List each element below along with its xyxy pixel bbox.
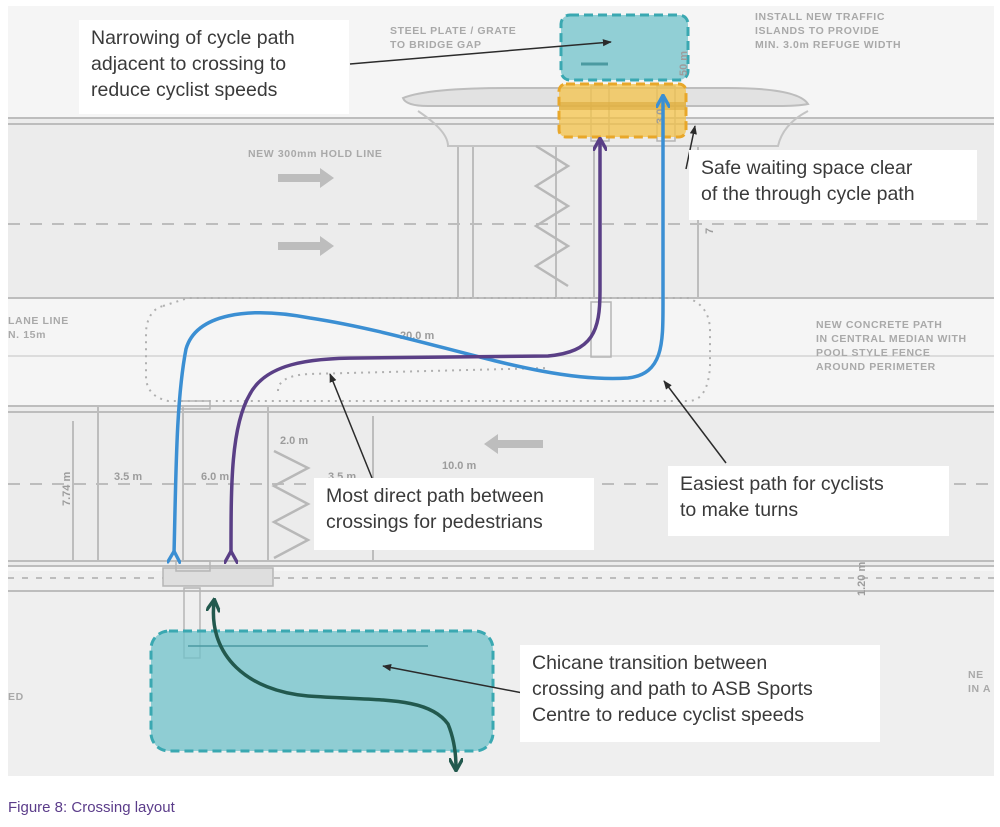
steel-plate-label-2: TO BRIDGE GAP xyxy=(390,39,482,51)
callout-most-direct: Most direct path between crossings for p… xyxy=(314,478,594,550)
figure-caption: Figure 8: Crossing layout xyxy=(8,799,175,816)
callout-easiest-line-1: Easiest path for cyclists xyxy=(680,473,884,495)
callout-chicane-line-3: Centre to reduce cyclist speeds xyxy=(532,703,805,726)
concrete-path-label-1: NEW CONCRETE PATH xyxy=(816,319,942,331)
traffic-islands-label-2: ISLANDS TO PROVIDE xyxy=(755,25,879,37)
dim-7: 7 xyxy=(704,228,716,234)
callout-narrowing: Narrowing of cycle path adjacent to cros… xyxy=(79,20,349,114)
callout-easiest: Easiest path for cyclists to make turns xyxy=(668,466,949,536)
steel-plate-zone xyxy=(559,13,690,82)
traffic-islands-label-3: MIN. 3.0m REFUGE WIDTH xyxy=(755,39,901,51)
dim-3m: 3.0 xyxy=(655,109,667,124)
callout-safe-waiting-line-2: of the through cycle path xyxy=(701,182,915,205)
concrete-path-label-3: POOL STYLE FENCE xyxy=(816,347,930,359)
callout-narrowing-line-2: adjacent to crossing to xyxy=(91,52,287,75)
concrete-path-label-4: AROUND PERIMETER xyxy=(816,361,936,373)
callout-safe-waiting-line-1: Safe waiting space clear xyxy=(701,157,913,179)
dim-10m: 10.0 m xyxy=(442,460,476,472)
dim-50m: 50 m xyxy=(678,51,690,76)
chicane-path xyxy=(213,602,456,768)
callout-safe-waiting: Safe waiting space clear of the through … xyxy=(689,150,977,220)
edge-left-label: ED xyxy=(8,691,24,703)
callout-chicane: Chicane transition between crossing and … xyxy=(520,645,880,742)
dim-6m: 6.0 m xyxy=(201,471,229,483)
lane-line-label-1: LANE LINE xyxy=(8,315,69,327)
callout-pointers xyxy=(329,39,727,695)
edge-right-label-1: NE xyxy=(968,669,984,681)
callout-easiest-line-2: to make turns xyxy=(680,498,799,521)
dim-3-5m-left: 3.5 m xyxy=(114,471,142,483)
dim-2m: 2.0 m xyxy=(280,435,308,447)
lane-line-label-2: N. 15m xyxy=(8,329,46,341)
callout-most-direct-line-2: crossings for pedestrians xyxy=(326,510,543,533)
dim-7-74m: 7.74 m xyxy=(61,472,73,506)
pedestrian-path xyxy=(231,141,600,554)
callout-most-direct-line-1: Most direct path between xyxy=(326,485,544,507)
chicane-zone xyxy=(149,629,495,753)
dim-1-20m: 1.20 m xyxy=(856,562,868,596)
steel-plate-label-1: STEEL PLATE / GRATE xyxy=(390,25,516,37)
concrete-path-label-2: IN CENTRAL MEDIAN WITH xyxy=(816,333,967,345)
callout-chicane-line-1: Chicane transition between xyxy=(532,652,768,674)
hold-line-label: NEW 300mm HOLD LINE xyxy=(248,148,383,160)
callout-chicane-line-2: crossing and path to ASB Sports xyxy=(532,677,813,700)
traffic-islands-label-1: INSTALL NEW TRAFFIC xyxy=(755,11,885,23)
callout-narrowing-line-3: reduce cyclist speeds xyxy=(91,78,278,101)
edge-right-label-2: IN A xyxy=(968,683,991,695)
callout-narrowing-line-1: Narrowing of cycle path xyxy=(91,27,295,49)
